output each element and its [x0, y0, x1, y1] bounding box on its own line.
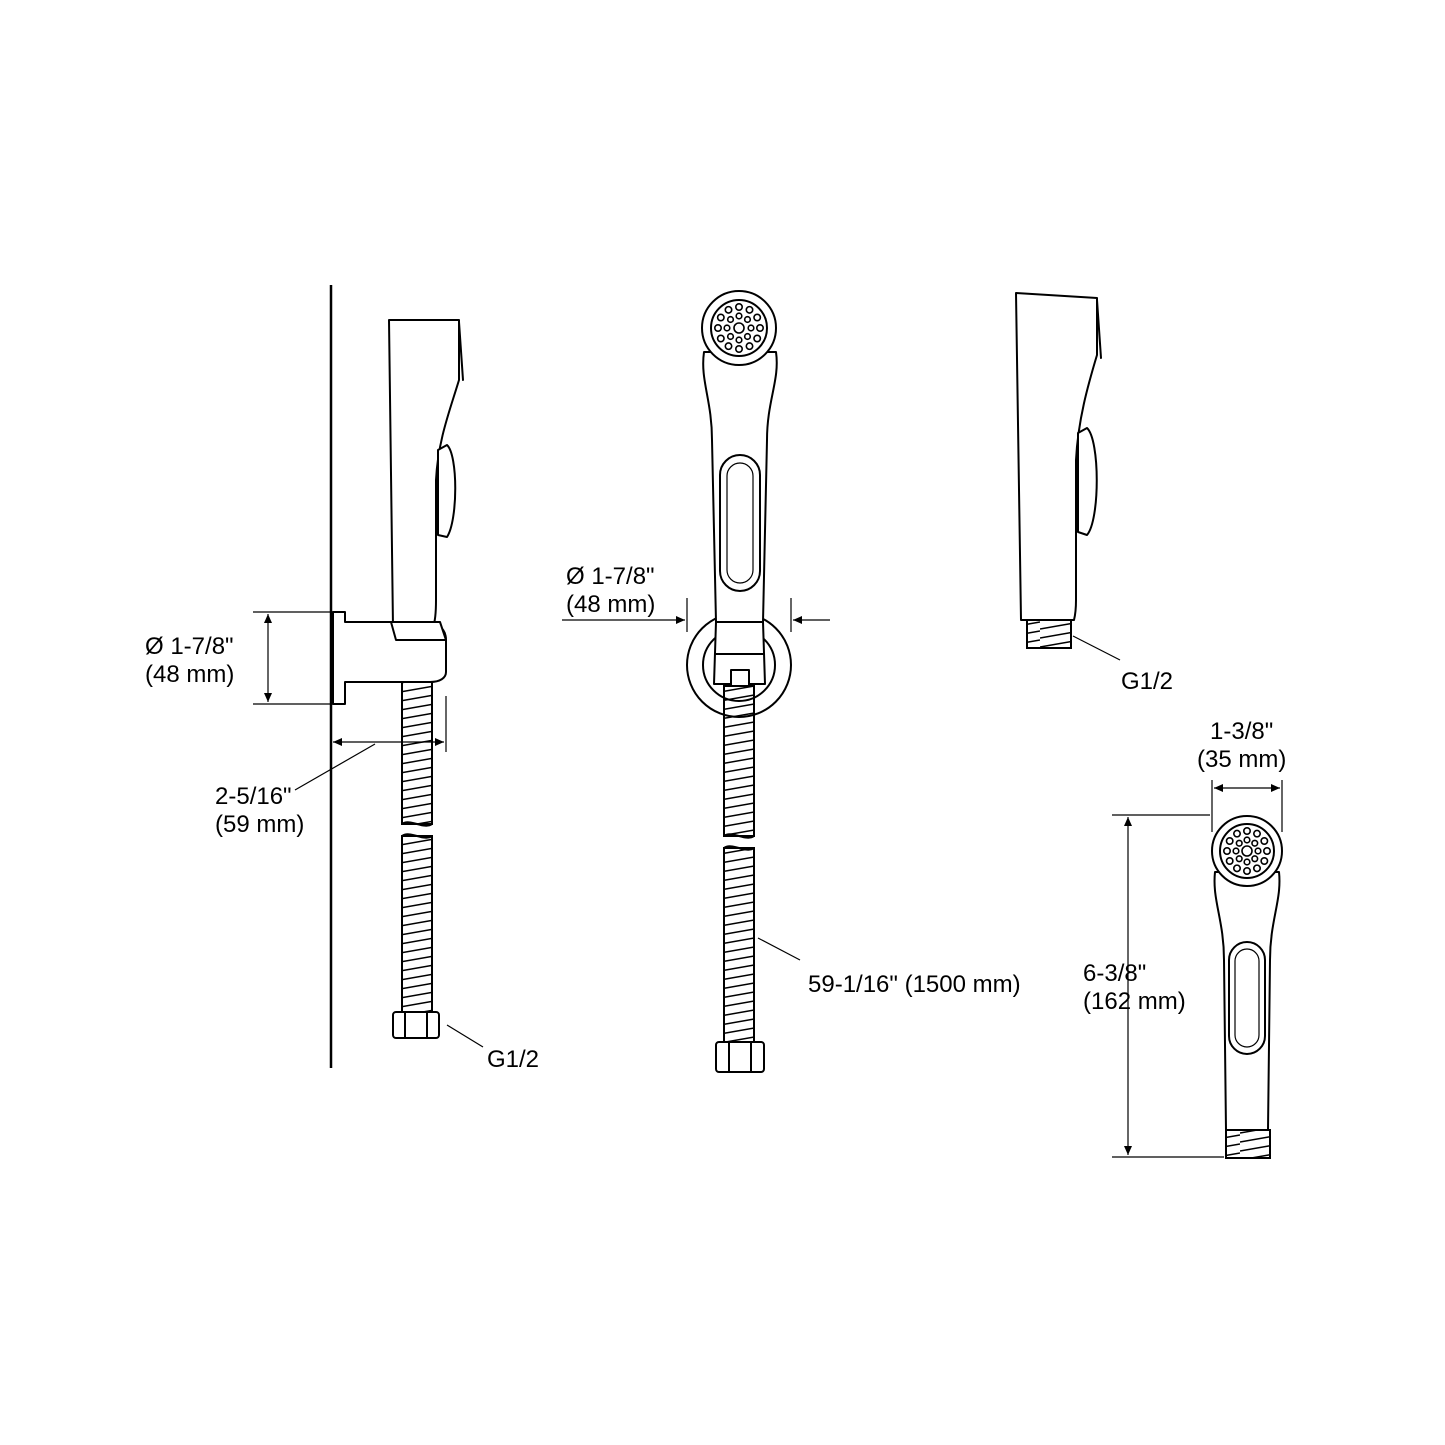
nozzle-center: [1241, 845, 1253, 857]
label-left-bracket-diameter-imperial: Ø 1-7/8": [145, 633, 234, 660]
label-spray-width: 1-3/8" (35 mm): [1197, 718, 1286, 774]
nozzle-dot: [753, 313, 762, 322]
label-spray-length-imperial: 6-3/8": [1083, 960, 1147, 987]
nozzle-dot: [747, 324, 755, 332]
front-nozzle-pattern: [713, 302, 764, 353]
label-spray-length: 6-3/8" (162 mm): [1083, 960, 1186, 1016]
label-spray-width-metric: (35 mm): [1197, 746, 1287, 773]
spray-front-thread: [1225, 1129, 1271, 1159]
nozzle-dot: [724, 305, 733, 314]
nozzle-dot: [716, 313, 725, 322]
side-nozzle-face: [458, 321, 464, 381]
side-hose-break: [401, 821, 433, 839]
spray-front-window: [1228, 941, 1266, 1055]
front-hose-lower: [723, 847, 755, 1045]
label-wall-projection: 2-5/16" (59 mm): [215, 783, 304, 839]
nozzle-dot: [1254, 847, 1262, 855]
nozzle-dot: [1223, 846, 1232, 855]
front-handle-window: [719, 454, 761, 592]
nozzle-dot: [1260, 836, 1269, 845]
nozzle-dot: [1251, 839, 1259, 847]
nozzle-center: [733, 322, 745, 334]
nozzle-dot: [1260, 856, 1269, 865]
label-front-bracket-diameter: Ø 1-7/8" (48 mm): [566, 563, 655, 619]
nozzle-dot: [726, 315, 735, 324]
nozzle-dot: [726, 332, 735, 341]
spray-front-body: [1213, 871, 1281, 1131]
front-hex-nut: [715, 1041, 765, 1073]
nozzle-dot: [724, 342, 733, 351]
nozzle-dot: [745, 342, 754, 351]
nozzle-dot: [1225, 836, 1234, 845]
label-side-connection: G1/2: [487, 1046, 540, 1073]
nozzle-dot: [716, 334, 725, 343]
front-hose-upper: [723, 685, 755, 837]
nozzle-dot: [735, 312, 743, 320]
nozzle-dot: [1233, 829, 1242, 838]
nozzle-dot: [734, 344, 743, 353]
label-wall-projection-imperial: 2-5/16": [215, 783, 292, 810]
spray-side-thread: [1026, 619, 1072, 649]
nozzle-dot: [734, 302, 743, 311]
label-left-bracket-diameter-metric: (48 mm): [145, 661, 235, 688]
nozzle-dot: [735, 336, 743, 344]
label-hose-length: 59-1/16" (1500 mm): [808, 971, 1021, 998]
nozzle-dot: [1233, 864, 1242, 873]
label-front-bracket-diameter-imperial: Ø 1-7/8": [566, 563, 655, 590]
nozzle-dot: [1253, 864, 1262, 873]
nozzle-dot: [745, 305, 754, 314]
front-view-assembly: [562, 290, 830, 1073]
nozzle-dot: [1253, 829, 1262, 838]
nozzle-dot: [1263, 846, 1272, 855]
label-left-bracket-diameter: Ø 1-7/8" (48 mm): [145, 633, 234, 689]
spray-front-face: [1211, 815, 1283, 887]
nozzle-dot: [1243, 866, 1252, 875]
nozzle-dot: [1225, 856, 1234, 865]
nozzle-dot: [1243, 826, 1252, 835]
label-spray-width-imperial: 1-3/8": [1210, 718, 1274, 745]
spray-side-trigger: [1077, 427, 1098, 536]
label-wall-projection-metric: (59 mm): [215, 811, 305, 838]
nozzle-dot: [1243, 858, 1251, 866]
leader-hose-length: [757, 937, 801, 961]
spray-side-view: [1015, 292, 1121, 661]
front-handshower-body: [702, 351, 778, 623]
spray-side-body: [1015, 292, 1098, 621]
nozzle-dot: [713, 323, 722, 332]
nozzle-dot: [723, 324, 731, 332]
leader-wall-projection: [294, 743, 376, 791]
label-spray-length-metric: (162 mm): [1083, 988, 1186, 1015]
nozzle-dot: [743, 332, 752, 341]
nozzle-dot: [1235, 855, 1243, 863]
front-hose-break: [723, 833, 755, 851]
side-hose-upper: [401, 681, 433, 825]
label-front-bracket-diameter-metric: (48 mm): [566, 591, 656, 618]
nozzle-dot: [753, 334, 762, 343]
label-spray-connection: G1/2: [1121, 668, 1174, 695]
leader-side-connection: [446, 1024, 484, 1048]
spray-front-view: [1112, 780, 1283, 1159]
leader-spray-connection: [1072, 635, 1121, 661]
nozzle-dot: [1232, 847, 1240, 855]
nozzle-dot: [755, 323, 764, 332]
front-spray-face: [701, 290, 777, 366]
nozzle-dot: [1243, 836, 1251, 844]
nozzle-dot: [1251, 855, 1259, 863]
side-view-assembly: [253, 285, 484, 1068]
nozzle-dot: [743, 315, 752, 324]
side-hose-lower: [401, 835, 433, 1015]
side-hex-nut: [392, 1011, 440, 1039]
spray-nozzle-pattern: [1223, 826, 1272, 875]
bracket-collar: [390, 621, 447, 641]
side-trigger-button: [437, 444, 457, 538]
nozzle-dot: [1235, 839, 1243, 847]
